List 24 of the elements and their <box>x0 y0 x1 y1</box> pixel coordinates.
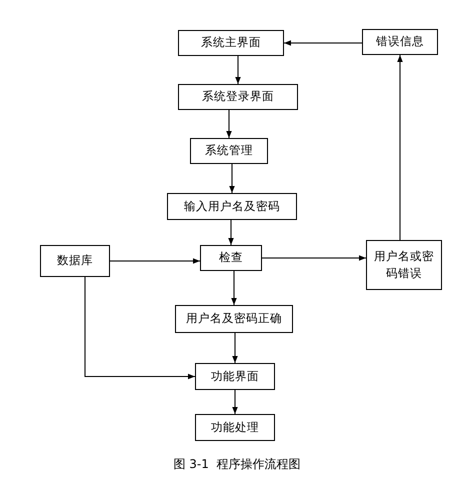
arrow <box>229 164 235 194</box>
process-box: 系统管理 <box>190 138 268 164</box>
arrow <box>262 255 366 261</box>
arrow <box>231 270 237 306</box>
process-box: 用户名或密码错误 <box>366 240 442 290</box>
process-box: 错误信息 <box>362 29 438 55</box>
arrow <box>232 332 238 364</box>
arrow <box>110 258 200 264</box>
process-box: 系统主界面 <box>178 30 284 56</box>
arrow <box>232 390 238 414</box>
process-box: 检查 <box>200 245 262 271</box>
arrow <box>228 220 234 246</box>
process-box: 系统登录界面 <box>178 84 298 110</box>
process-box: 功能界面 <box>195 363 275 390</box>
process-box: 数据库 <box>40 245 110 277</box>
process-box: 用户名及密码正确 <box>175 305 293 333</box>
process-box: 功能处理 <box>195 414 275 441</box>
figure-caption: 图 3-1 程序操作流程图 <box>173 456 301 473</box>
arrow <box>284 40 362 46</box>
arrow <box>397 54 403 240</box>
arrow <box>84 276 196 380</box>
arrow <box>226 110 232 138</box>
process-box: 输入用户名及密码 <box>167 193 297 220</box>
arrow <box>235 56 241 84</box>
